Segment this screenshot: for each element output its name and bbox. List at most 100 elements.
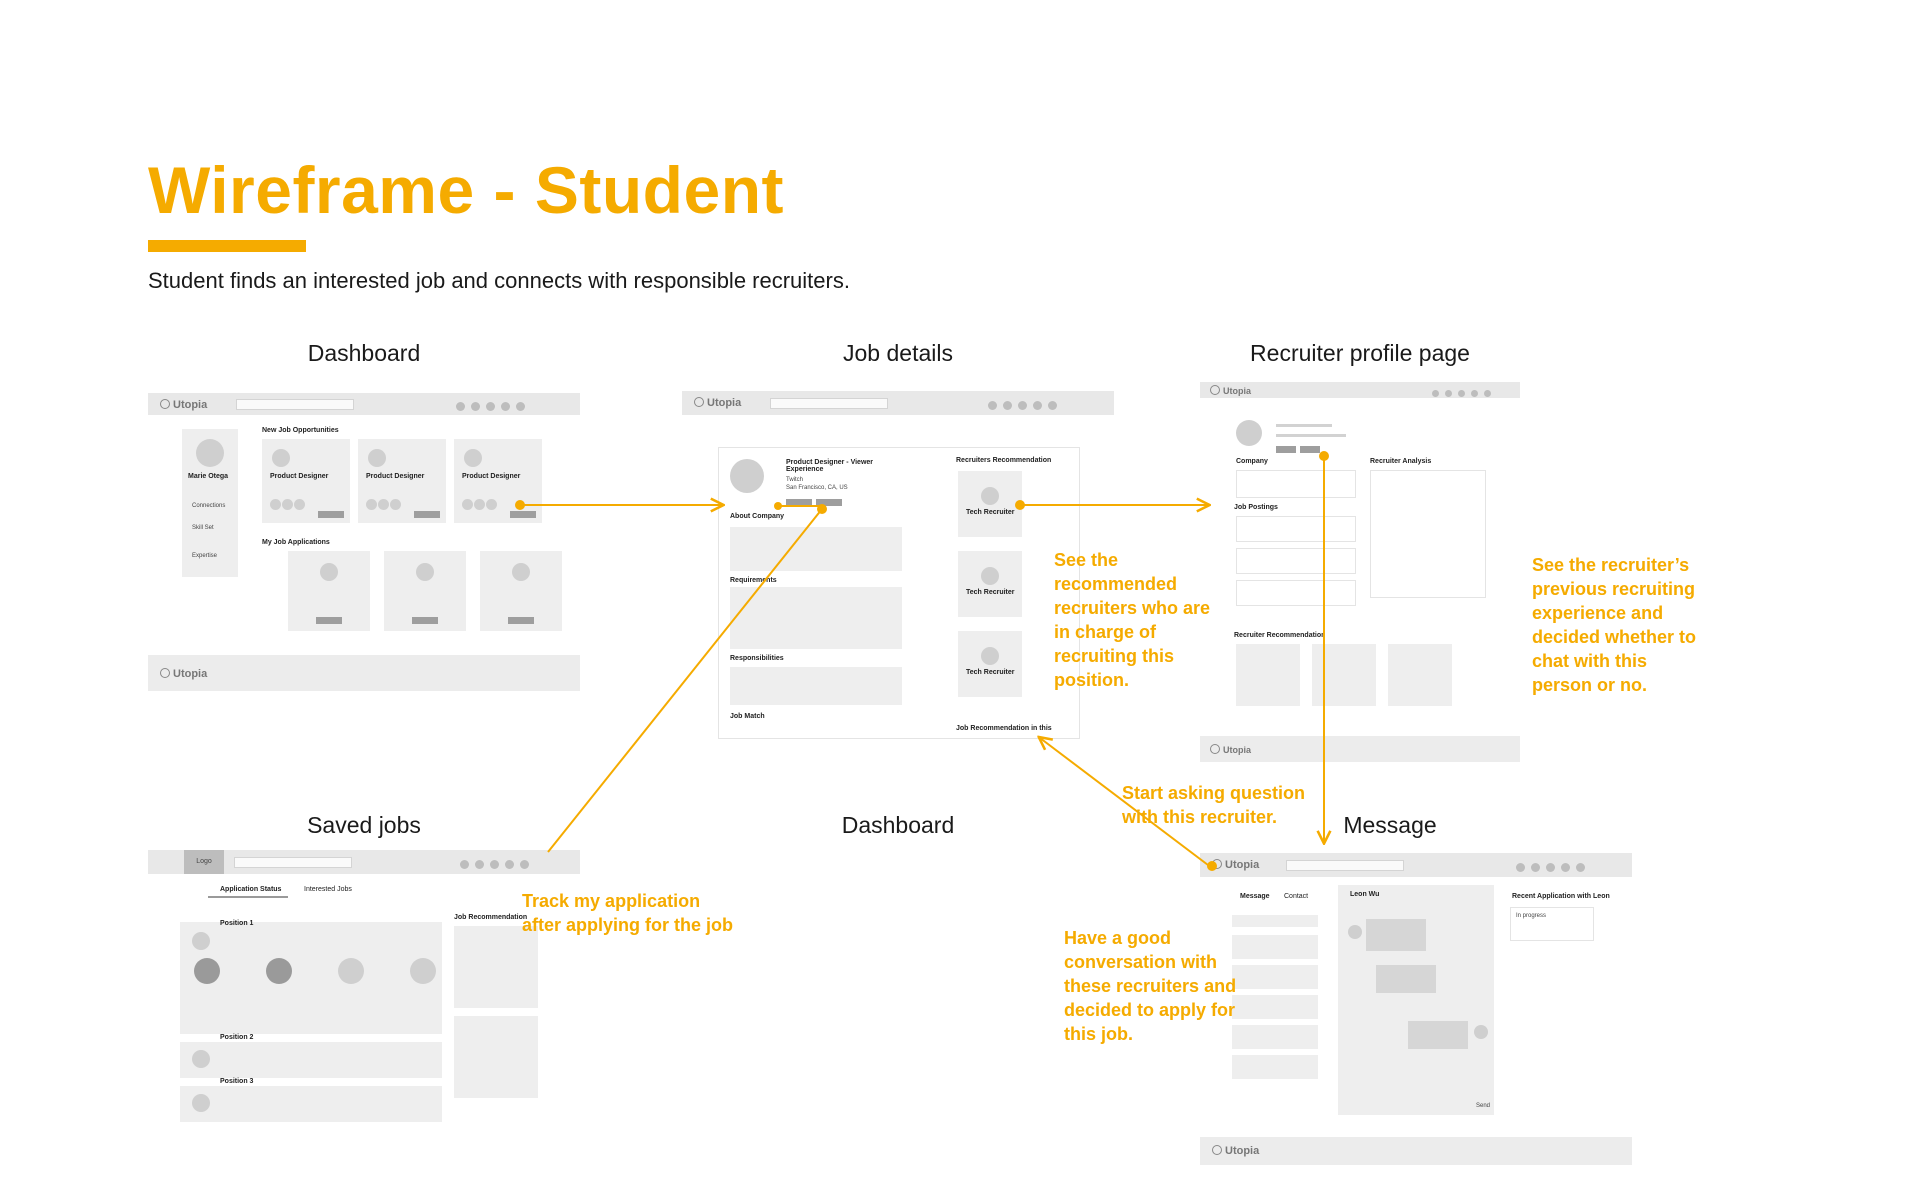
wf-search	[234, 857, 352, 868]
wf-requirements: Requirements	[730, 577, 777, 584]
wf-send: Send	[1476, 1103, 1491, 1109]
wf-card-title: Product Designer	[462, 473, 521, 480]
wf-application-card	[180, 922, 442, 1034]
wf-new-jobs-heading: New Job Opportunities	[262, 427, 339, 434]
wf-company-heading: Company	[1236, 458, 1268, 465]
wf-connections: Connections	[192, 503, 226, 509]
wf-job-match: Job Match	[730, 713, 765, 720]
wf-conversation-item	[1232, 995, 1318, 1019]
wf-recent-box	[1510, 907, 1594, 941]
tab-contact: Contact	[1284, 893, 1309, 900]
wf-in-progress: In progress	[1516, 913, 1547, 919]
tab-interested-jobs: Interested Jobs	[304, 886, 352, 893]
wf-card-logo	[368, 449, 386, 467]
wf-footer	[1200, 1137, 1632, 1165]
wireframe-recruiter-profile: Utopia Company Job Postings Recruiter An…	[1200, 382, 1520, 762]
wf-contact-name: Leon Wu	[1350, 891, 1380, 898]
wf-recruiter-dot	[462, 499, 473, 510]
wf-footer	[1200, 736, 1520, 762]
label-message: Message	[1343, 812, 1437, 838]
arrow-dot	[515, 500, 525, 510]
wf-progress-step	[194, 958, 220, 984]
wf-job-rec: Job Recommendation in this	[956, 725, 1052, 732]
wf-expertise: Expertise	[192, 553, 218, 559]
wf-card-logo	[192, 1094, 210, 1112]
wf-chat-bubble	[1366, 919, 1426, 951]
note-conversation: Have a good conversation with these recr…	[1064, 928, 1237, 1044]
arrow-dot	[1207, 861, 1217, 871]
wf-recruiter-dot	[366, 499, 377, 510]
label-dashboard: Dashboard	[307, 340, 421, 366]
wf-message-button	[508, 617, 534, 624]
wf-recruiter-name: Tech Recruiter	[966, 669, 1015, 676]
wf-card-title: Product Designer	[366, 473, 425, 480]
wf-about-text	[730, 527, 902, 571]
arrow-dot	[774, 502, 782, 510]
wf-recruiter-dot	[390, 499, 401, 510]
note-recommended: See the recommended recruiters who are i…	[1054, 550, 1211, 690]
wf-position-1: Position 1	[220, 920, 254, 927]
wf-progress-step	[338, 958, 364, 984]
wf-job-card	[454, 926, 538, 1008]
tab-underline	[208, 896, 288, 898]
wf-card-logo	[464, 449, 482, 467]
wf-message-button	[1300, 446, 1320, 453]
wf-card-logo	[320, 563, 338, 581]
wf-position-2: Position 2	[220, 1034, 254, 1041]
note-experience: See the recruiter’s previous recruiting …	[1532, 555, 1697, 695]
label-job-details: Job details	[843, 340, 953, 366]
wf-posting	[1236, 548, 1356, 574]
note-ask: Start asking question with this recruite…	[1122, 783, 1306, 827]
wf-progress-step	[266, 958, 292, 984]
arrow-saved-to-job	[547, 508, 823, 853]
wf-card-logo	[192, 932, 210, 950]
wf-job-card	[454, 1016, 538, 1098]
wf-search	[1286, 860, 1404, 871]
wf-recruiter-name: Tech Recruiter	[966, 509, 1015, 516]
wf-application-card	[180, 1086, 442, 1122]
wireframe-job-details: Utopia Product Designer - Viewer Experie…	[682, 391, 1114, 739]
wf-nav-icons	[454, 856, 529, 870]
arrow-dot	[1319, 451, 1329, 461]
wf-card-logo	[512, 563, 530, 581]
wf-nav-icons	[450, 398, 525, 412]
arrow-message-to-job	[1040, 738, 1209, 866]
wf-analysis-heading: Recruiter Analysis	[1370, 458, 1432, 465]
wf-message-button	[412, 617, 438, 624]
wf-company: Twitch	[786, 477, 804, 483]
wf-logo: Utopia	[1210, 385, 1251, 396]
wf-position-3: Position 3	[220, 1078, 254, 1085]
wf-job-card	[1312, 644, 1376, 706]
wf-save-button	[786, 499, 812, 506]
wf-card-logo	[192, 1050, 210, 1068]
avatar	[196, 439, 224, 467]
wf-posting	[1236, 580, 1356, 606]
wf-job-rec-heading: Job Recommendation	[454, 914, 528, 921]
wf-nav	[1200, 382, 1520, 398]
wf-save-button	[510, 511, 536, 518]
wf-nav-icons	[982, 397, 1057, 411]
wf-application-card	[180, 1042, 442, 1078]
wf-company-box	[1236, 470, 1356, 498]
wf-nav-icons	[1510, 859, 1585, 873]
wf-recruiter-dot	[474, 499, 485, 510]
wf-card-logo	[416, 563, 434, 581]
wf-logo: Utopia	[694, 397, 741, 409]
wf-recruiter-avatar	[981, 487, 999, 505]
arrow-dot	[1015, 500, 1025, 510]
label-recruiter-profile: Recruiter profile page	[1250, 340, 1470, 366]
page-subtitle: Student finds an interested job and conn…	[148, 268, 850, 293]
wf-responsibilities-text	[730, 667, 902, 705]
wf-skill-set: Skill Set	[192, 525, 214, 531]
wf-about: About Company	[730, 513, 785, 520]
wf-job-card	[1236, 644, 1300, 706]
wf-recruiter-dot	[486, 499, 497, 510]
wf-requirements-text	[730, 587, 902, 649]
wf-recruiter-avatar	[981, 647, 999, 665]
wf-user-name: Marie Otega	[188, 473, 229, 480]
wf-rec-heading: Recruiter Recommendation	[1234, 632, 1326, 639]
wf-footer-logo: Utopia	[160, 668, 207, 680]
wf-save-button	[414, 511, 440, 518]
label-dashboard-2: Dashboard	[841, 812, 955, 838]
title-underline	[148, 240, 306, 252]
